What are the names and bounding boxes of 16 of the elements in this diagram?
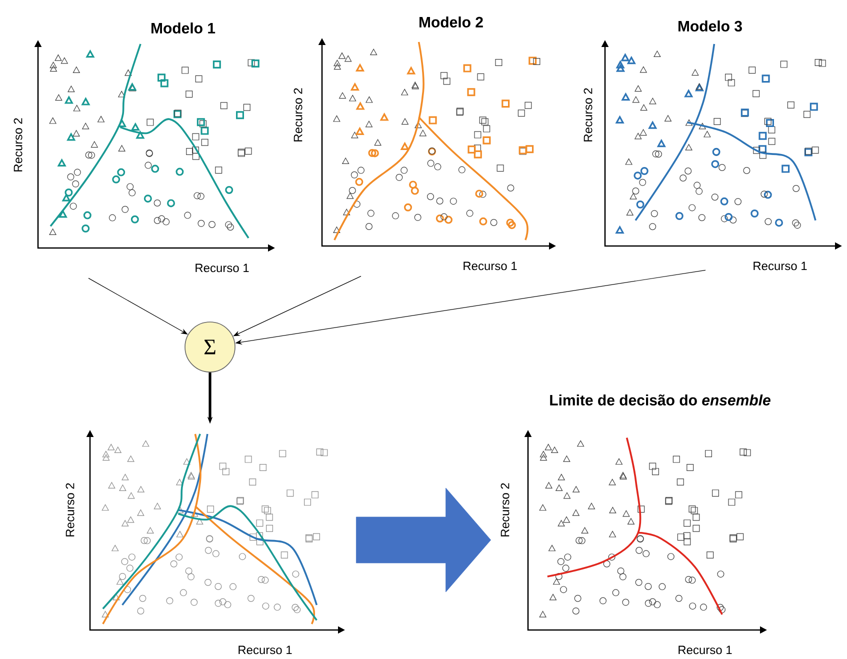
arrow	[233, 276, 362, 336]
axis-label: Recurso 1	[238, 646, 292, 654]
axis-label: Recurso 2	[14, 118, 22, 172]
axis-label: Recurso 1	[464, 262, 517, 270]
plot-title: Modelo 3	[678, 20, 742, 32]
axis-label: Recurso 1	[754, 262, 807, 270]
plot-title: Modelo 2	[420, 16, 483, 28]
axis-label: Recurso 2	[66, 483, 74, 536]
plot-title: Limite de decisão do ensemble	[550, 394, 770, 406]
axis-label: Recurso 2	[500, 483, 510, 536]
axis-label: Recurso 1	[678, 646, 732, 654]
block-arrow	[356, 488, 491, 592]
axis-label: Recurso 2	[294, 88, 302, 142]
axis-label: Recurso 2	[584, 88, 592, 142]
plot-title: Modelo 1	[152, 22, 216, 34]
axis-label: Recurso 1	[196, 264, 249, 272]
